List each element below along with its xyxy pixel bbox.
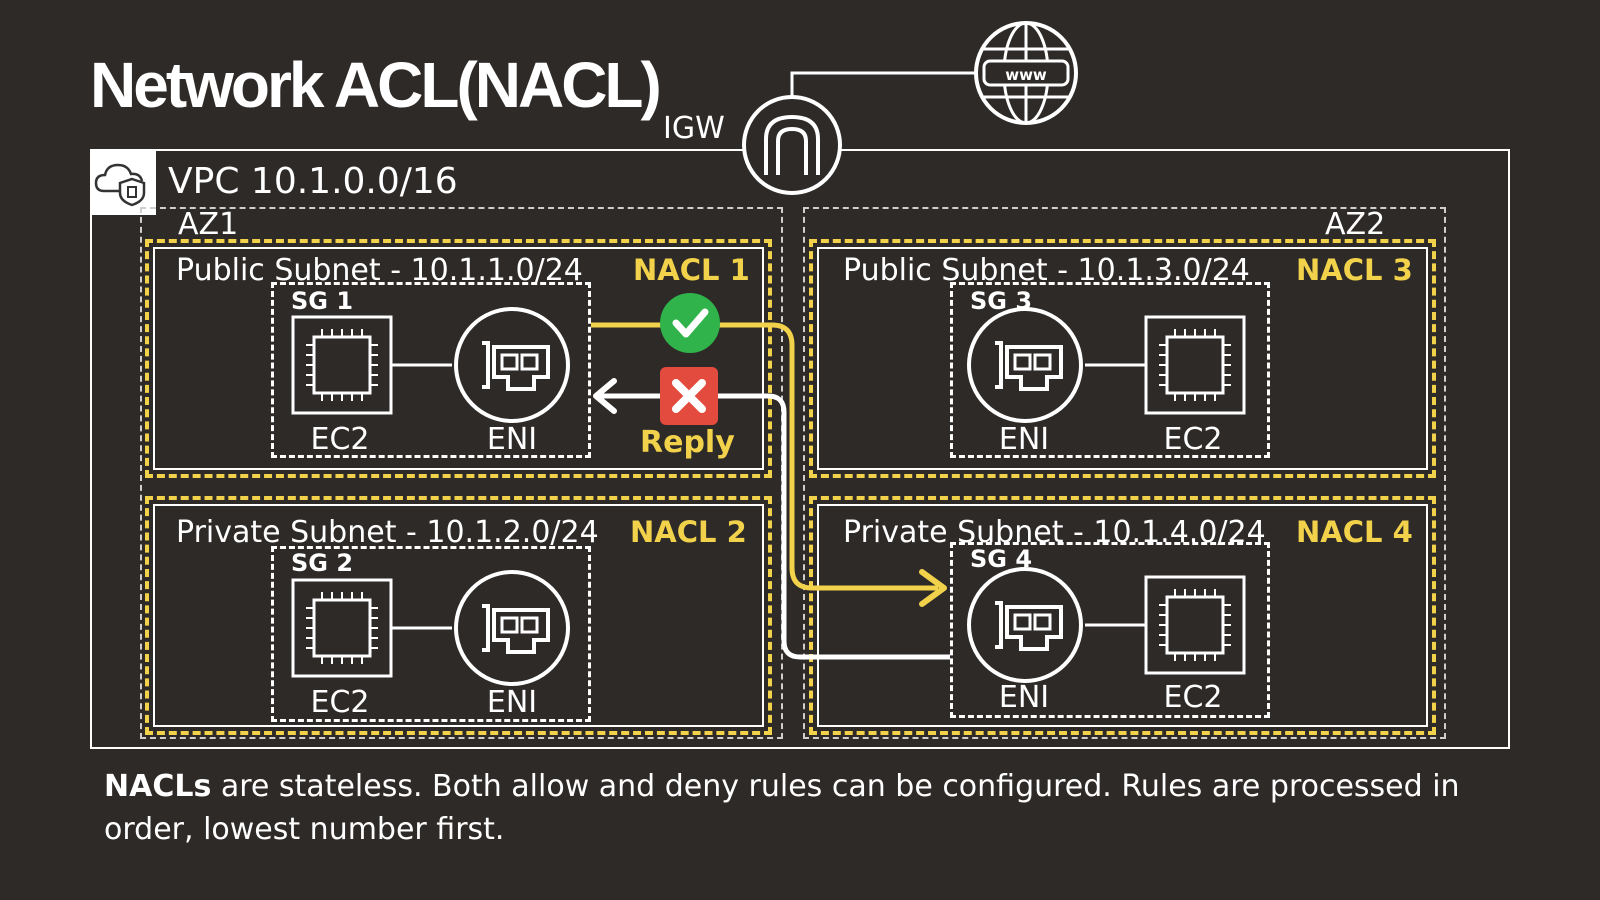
- public-subnet-1-label: Public Subnet - 10.1.1.0/24: [176, 253, 583, 288]
- caption: NACLs are stateless. Both allow and deny…: [104, 765, 1504, 851]
- ec2-chip-icon: [291, 578, 393, 678]
- nacl2-label: NACL 2: [630, 515, 747, 549]
- ec2-3-label: EC2: [1163, 422, 1223, 457]
- public-subnet-2: [817, 247, 1428, 470]
- sg2-boundary: [271, 546, 591, 722]
- nacl1-boundary: [145, 239, 772, 478]
- vpc-cloud-shield-icon: [94, 163, 146, 207]
- eni-3-label: ENI: [998, 422, 1050, 457]
- eni-4-label: ENI: [998, 680, 1050, 715]
- eni-card-icon: [454, 307, 570, 423]
- eni-card-icon: [967, 567, 1083, 683]
- allowed-traffic-arrow: [591, 322, 938, 591]
- nacl1-label: NACL 1: [633, 253, 750, 287]
- sg4-label: SG 4: [970, 545, 1033, 573]
- public-subnet-1: [153, 247, 764, 470]
- vpc-label: VPC 10.1.0.0/16: [168, 161, 458, 202]
- denied-arrowhead: [593, 378, 617, 414]
- ec2-4-label: EC2: [1163, 680, 1223, 715]
- nacl3-label: NACL 3: [1296, 253, 1413, 287]
- private-subnet-1: [153, 504, 764, 727]
- caption-bold: NACLs: [104, 769, 212, 804]
- nacl3-boundary: [809, 239, 1436, 478]
- check-icon: [660, 293, 720, 353]
- private-subnet-2: [817, 504, 1428, 727]
- az1-label: AZ1: [178, 207, 239, 242]
- www-label: www: [1005, 66, 1047, 84]
- nacl4-boundary: [809, 496, 1436, 735]
- cross-icon: [660, 367, 718, 425]
- eni-2-label: ENI: [486, 685, 538, 720]
- private-subnet-1-label: Private Subnet - 10.1.2.0/24: [176, 515, 599, 550]
- ec2-2-label: EC2: [310, 685, 370, 720]
- eni-card-icon: [967, 307, 1083, 423]
- page-title: Network ACL(NACL): [90, 49, 662, 121]
- sg1-label: SG 1: [291, 287, 354, 315]
- sg1-boundary: [271, 282, 591, 458]
- reply-label: Reply: [640, 425, 735, 460]
- allowed-arrowhead: [919, 569, 947, 607]
- az2-container: [803, 207, 1446, 739]
- eni-card-icon: [454, 570, 570, 686]
- sg2-label: SG 2: [291, 549, 354, 577]
- ec2-1-label: EC2: [310, 422, 370, 457]
- ec2-chip-icon: [1144, 575, 1246, 675]
- igw-label: IGW: [663, 111, 725, 146]
- eni-1-label: ENI: [486, 422, 538, 457]
- globe-icon: www: [974, 21, 1078, 125]
- sg4-boundary: [950, 542, 1270, 718]
- caption-text: are stateless. Both allow and deny rules…: [104, 769, 1460, 847]
- sg3-boundary: [950, 282, 1270, 458]
- vpc-icon: [90, 149, 156, 215]
- internet-gateway-icon: [742, 95, 842, 195]
- denied-reply-arrow: [600, 393, 950, 660]
- public-subnet-2-label: Public Subnet - 10.1.3.0/24: [843, 253, 1250, 288]
- ec2-chip-icon: [291, 315, 393, 415]
- nacl4-label: NACL 4: [1296, 515, 1413, 549]
- az2-label: AZ2: [1325, 207, 1386, 242]
- nacl2-boundary: [145, 496, 772, 735]
- ec2-chip-icon: [1144, 315, 1246, 415]
